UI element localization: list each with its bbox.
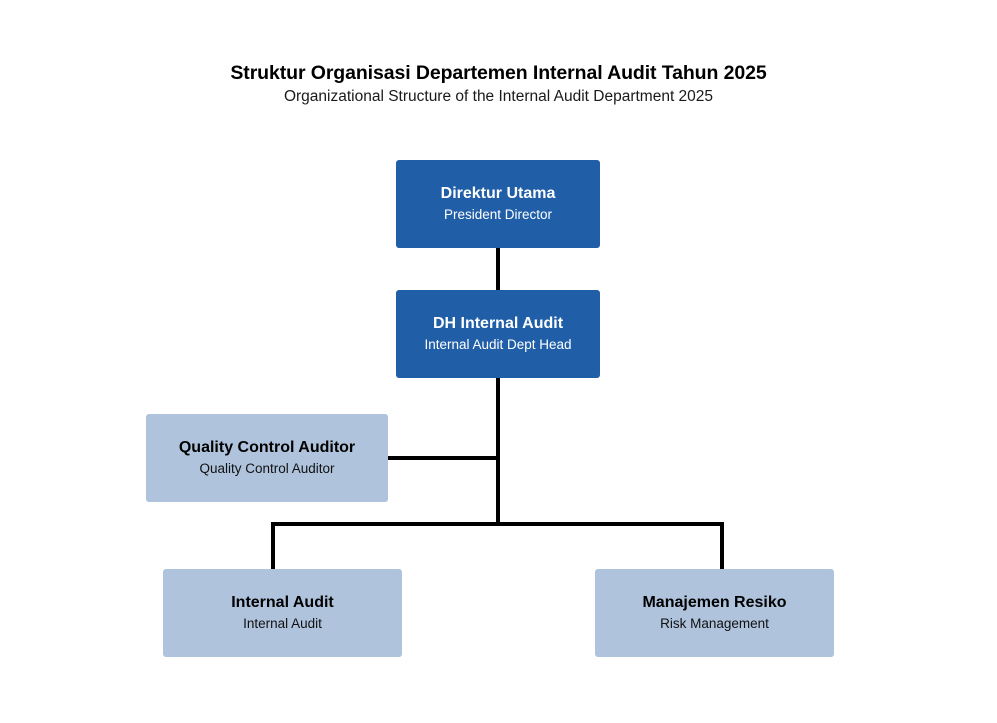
- node-subtitle: Risk Management: [660, 616, 769, 631]
- node-quality-control-auditor[interactable]: Quality Control Auditor Quality Control …: [146, 414, 388, 502]
- page-subtitle: Organizational Structure of the Internal…: [283, 88, 714, 105]
- node-subtitle: President Director: [443, 207, 553, 222]
- node-subtitle: Quality Control Auditor: [199, 461, 335, 476]
- connector-dept-head-trunk: [496, 376, 500, 526]
- page-title: Struktur Organisasi Departemen Internal …: [230, 62, 767, 84]
- connector-drop-manajemen-resiko: [720, 522, 724, 569]
- node-internal-audit[interactable]: Internal Audit Internal Audit: [163, 569, 402, 657]
- connector-director-to-dept-head: [496, 248, 500, 290]
- node-title: Quality Control Auditor: [178, 439, 356, 456]
- node-direktur-utama[interactable]: Direktur Utama President Director: [396, 160, 600, 248]
- node-subtitle: Internal Audit Dept Head: [424, 337, 572, 352]
- connector-drop-internal-audit: [271, 522, 275, 569]
- node-title: Internal Audit: [231, 594, 334, 611]
- node-manajemen-resiko[interactable]: Manajemen Resiko Risk Management: [595, 569, 834, 657]
- connector-split-bar: [271, 522, 724, 526]
- connector-quality-control-branch: [388, 456, 498, 460]
- chart-header: Struktur Organisasi Departemen Internal …: [0, 60, 997, 108]
- node-dh-internal-audit[interactable]: DH Internal Audit Internal Audit Dept He…: [396, 290, 600, 378]
- node-title: Manajemen Resiko: [642, 594, 787, 611]
- node-title: DH Internal Audit: [432, 315, 564, 332]
- node-subtitle: Internal Audit: [243, 616, 322, 631]
- node-title: Direktur Utama: [440, 185, 556, 202]
